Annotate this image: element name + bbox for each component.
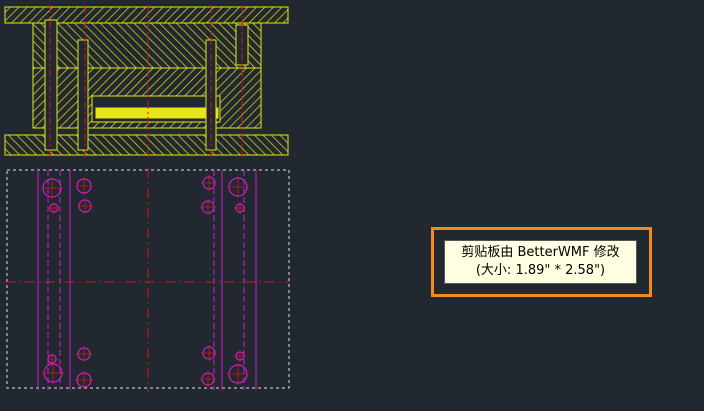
tooltip-line-1: 剪贴板由 BetterWMF 修改 xyxy=(461,245,620,260)
bottom-clamp-plate xyxy=(4,134,289,156)
ejector-plate xyxy=(95,107,219,119)
cavity-plate xyxy=(32,22,262,69)
tooltip-highlight-box xyxy=(431,227,652,297)
clipboard-tooltip: 剪贴板由 BetterWMF 修改 (大小: 1.89" * 2.58") xyxy=(444,240,637,284)
tooltip-line-2: (大小: 1.89" * 2.58") xyxy=(475,263,606,278)
guide-pin-left xyxy=(44,19,58,151)
guide-pin-left-2 xyxy=(77,39,89,151)
